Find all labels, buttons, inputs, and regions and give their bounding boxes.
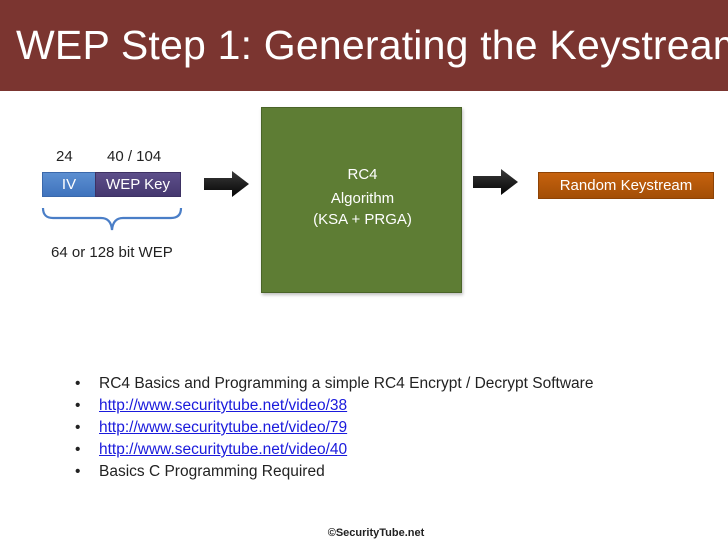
arrow-right-icon [204, 171, 249, 197]
rc4-line-1: RC4 [347, 166, 378, 183]
curly-brace-icon [41, 207, 183, 231]
rc4-line-3: (KSA + PRGA) [313, 211, 412, 228]
key-bits-label: 40 / 104 [107, 148, 162, 165]
rc4-algorithm-box: RC4 Algorithm (KSA + PRGA) [261, 107, 462, 293]
random-keystream-box: Random Keystream [538, 172, 714, 199]
iv-bits-label: 24 [56, 148, 73, 165]
slide-title: WEP Step 1: Generating the Keystream [16, 22, 728, 68]
bullet-text: Basics C Programming Required [99, 463, 325, 480]
footer-copyright: ©SecurityTube.net [327, 527, 425, 539]
brace-caption: 64 or 128 bit WEP [51, 244, 173, 261]
title-bar: WEP Step 1: Generating the Keystream [0, 0, 728, 91]
bullet-icon: • [75, 419, 81, 436]
wep-key-box-label: WEP Key [106, 176, 170, 193]
arrow-right-icon [473, 169, 518, 195]
video-79-link[interactable]: http://www.securitytube.net/video/79 [99, 419, 348, 436]
bullet-icon: • [75, 375, 81, 392]
list-item: • http://www.securitytube.net/video/38 [75, 395, 593, 417]
bullet-icon: • [75, 441, 81, 458]
list-item: • http://www.securitytube.net/video/40 [75, 439, 593, 461]
video-38-link[interactable]: http://www.securitytube.net/video/38 [99, 397, 348, 414]
iv-box-label: IV [61, 176, 77, 193]
list-item: • Basics C Programming Required [75, 461, 593, 483]
iv-box: IV [42, 172, 96, 197]
list-item: • http://www.securitytube.net/video/79 [75, 417, 593, 439]
wep-key-box: WEP Key [95, 172, 181, 197]
list-item: • RC4 Basics and Programming a simple RC… [75, 373, 593, 395]
bullet-icon: • [75, 463, 81, 480]
bullet-text: RC4 Basics and Programming a simple RC4 … [99, 375, 594, 392]
video-40-link[interactable]: http://www.securitytube.net/video/40 [99, 441, 348, 458]
bullet-list: • RC4 Basics and Programming a simple RC… [75, 373, 593, 483]
rc4-line-2: Algorithm [330, 190, 395, 207]
random-keystream-label: Random Keystream [559, 177, 693, 194]
bullet-icon: • [75, 397, 81, 414]
